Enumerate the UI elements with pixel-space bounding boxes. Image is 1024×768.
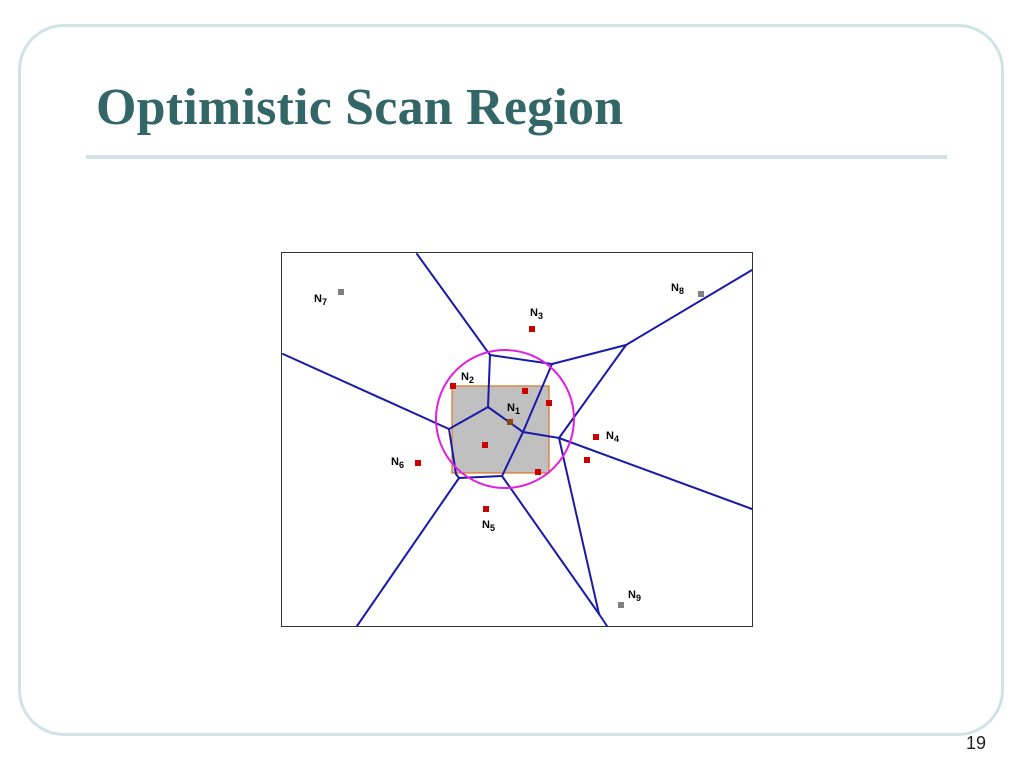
voronoi-edge (551, 344, 627, 365)
node-n8-label: N8 (671, 282, 684, 296)
node-n1-letter: N (507, 402, 515, 414)
voronoi-edges (282, 253, 753, 627)
voronoi-edge (448, 406, 489, 430)
voronoi-edge (501, 431, 524, 477)
voronoi-edge (625, 269, 753, 346)
node-n4-label: N4 (606, 430, 619, 444)
node-n9-marker (618, 602, 624, 608)
voronoi-edge (522, 363, 553, 433)
voronoi-edge (489, 354, 553, 365)
voronoi-edge (487, 406, 524, 433)
site-marker (546, 400, 552, 406)
node-n6-index: 6 (399, 460, 404, 470)
scan-rectangle (451, 385, 550, 474)
node-n3-letter: N (530, 307, 538, 319)
node-n7-letter: N (314, 293, 322, 305)
voronoi-edge (522, 431, 560, 439)
node-n9-letter: N (628, 589, 636, 601)
voronoi-edge (458, 475, 503, 479)
voronoi-edge (487, 354, 491, 408)
node-n4-marker (593, 434, 599, 440)
voronoi-edge (558, 344, 627, 439)
site-marker (584, 457, 590, 463)
node-n7-marker (338, 289, 344, 295)
node-n2-letter: N (461, 371, 469, 383)
node-n5-marker (483, 506, 489, 512)
site-marker (482, 442, 488, 448)
voronoi-diagram: N1 N2 N3 N4 N5 N6 N7 N8 N9 (281, 252, 753, 627)
scan-circle (435, 349, 575, 489)
node-n1-marker (507, 419, 513, 425)
node-n7-label: N7 (314, 293, 327, 307)
node-n8-letter: N (671, 282, 679, 294)
node-n6-label: N6 (391, 456, 404, 470)
site-marker (522, 388, 528, 394)
voronoi-edge (501, 475, 600, 615)
voronoi-edge (558, 437, 600, 615)
node-n2-label: N2 (461, 371, 474, 385)
node-n7-index: 7 (322, 297, 327, 307)
node-n8-index: 8 (679, 286, 684, 296)
voronoi-edge (282, 353, 450, 430)
node-n9-index: 9 (636, 593, 641, 603)
node-n3-label: N3 (530, 307, 543, 321)
nodes (338, 289, 704, 608)
title-divider (86, 155, 947, 159)
node-n6-letter: N (391, 456, 399, 468)
slide-title: Optimistic Scan Region (96, 79, 624, 136)
site-marker (535, 469, 541, 475)
node-n2-index: 2 (469, 375, 474, 385)
voronoi-edge (356, 477, 460, 627)
node-n1-index: 1 (515, 406, 520, 416)
node-n6-marker (415, 460, 421, 466)
node-n1-label: N1 (507, 402, 520, 416)
node-n3-index: 3 (538, 311, 543, 321)
node-n2-marker (450, 383, 456, 389)
node-n4-index: 4 (614, 434, 619, 444)
node-n5-letter: N (482, 519, 490, 531)
voronoi-edge (558, 437, 753, 510)
node-n3-marker (529, 326, 535, 332)
page-number: 19 (965, 733, 986, 753)
voronoi-edge (416, 253, 491, 356)
node-n9-label: N9 (628, 589, 641, 603)
node-n8-marker (698, 291, 704, 297)
node-n5-index: 5 (490, 523, 495, 533)
node-n4-letter: N (606, 430, 614, 442)
node-n5-label: N5 (482, 519, 495, 533)
voronoi-edge (598, 613, 608, 627)
node-labels: N1 N2 N3 N4 N5 N6 N7 N8 N9 (314, 282, 684, 603)
